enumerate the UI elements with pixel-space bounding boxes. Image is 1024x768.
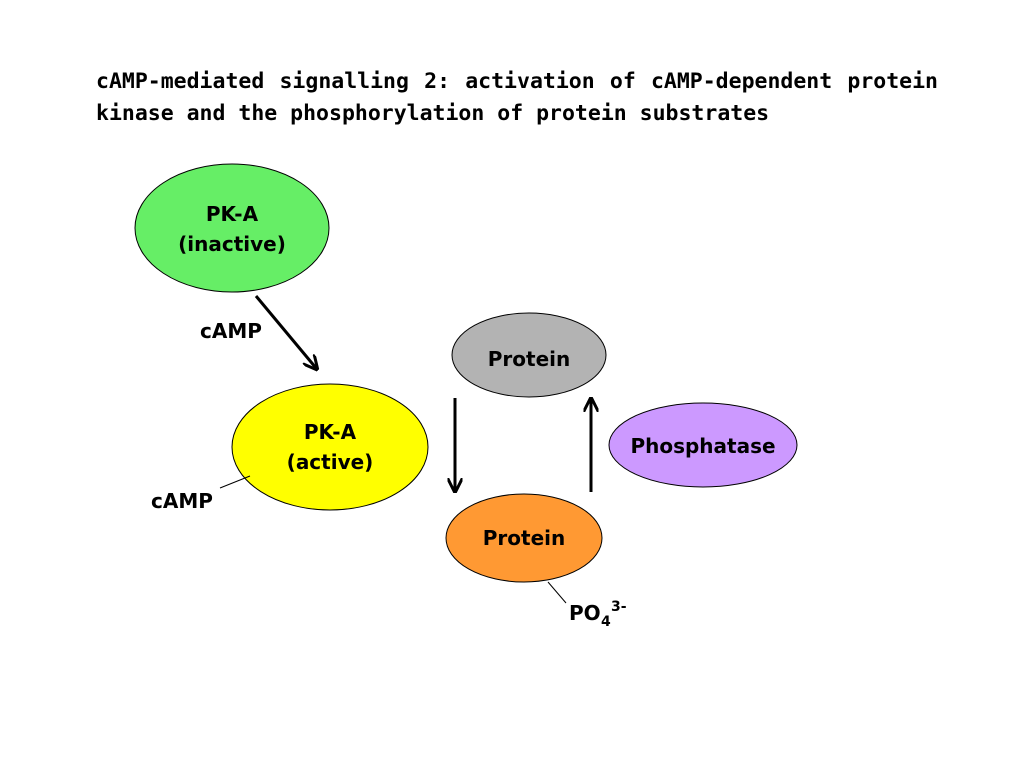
activation-arrow (254, 295, 316, 368)
pka-active-node: PK-A (active) (231, 383, 429, 511)
pka-active-ellipse (231, 383, 429, 511)
protein-bottom-node: Protein (445, 493, 603, 583)
phosphatase-node: Phosphatase (608, 402, 798, 488)
protein-top-label: Protein (488, 347, 570, 371)
phosphate-base: PO (569, 601, 601, 625)
phosphate-superscript: 3- (611, 599, 627, 615)
phosphate-subscript: 4 (601, 614, 611, 630)
phosphate-connector (547, 581, 567, 604)
phosphatase-ellipse (608, 402, 798, 488)
page-title: cAMP-mediated signalling 2: activation o… (96, 66, 938, 130)
phosphatase-label: Phosphatase (630, 434, 775, 458)
title-line-1: cAMP-mediated signalling 2: activation o… (96, 69, 938, 94)
camp-arrow-label: cAMP (200, 319, 262, 343)
camp-bound-label: cAMP (151, 489, 213, 513)
pka-active-label-2: (active) (287, 450, 374, 474)
pka-inactive-label-2: (inactive) (178, 232, 286, 256)
pka-inactive-node: PK-A (inactive) (134, 163, 330, 293)
title-line-2: kinase and the phosphorylation of protei… (96, 101, 770, 126)
pka-inactive-ellipse (134, 163, 330, 293)
protein-top-ellipse (451, 312, 607, 398)
protein-bottom-label: Protein (483, 526, 565, 550)
pka-inactive-label-1: PK-A (206, 202, 259, 226)
protein-bottom-ellipse (445, 493, 603, 583)
protein-top-node: Protein (451, 312, 607, 398)
camp-bound-connector (219, 475, 251, 489)
pka-active-label-1: PK-A (304, 420, 357, 444)
phosphate-label: PO 4 3- (569, 599, 627, 630)
